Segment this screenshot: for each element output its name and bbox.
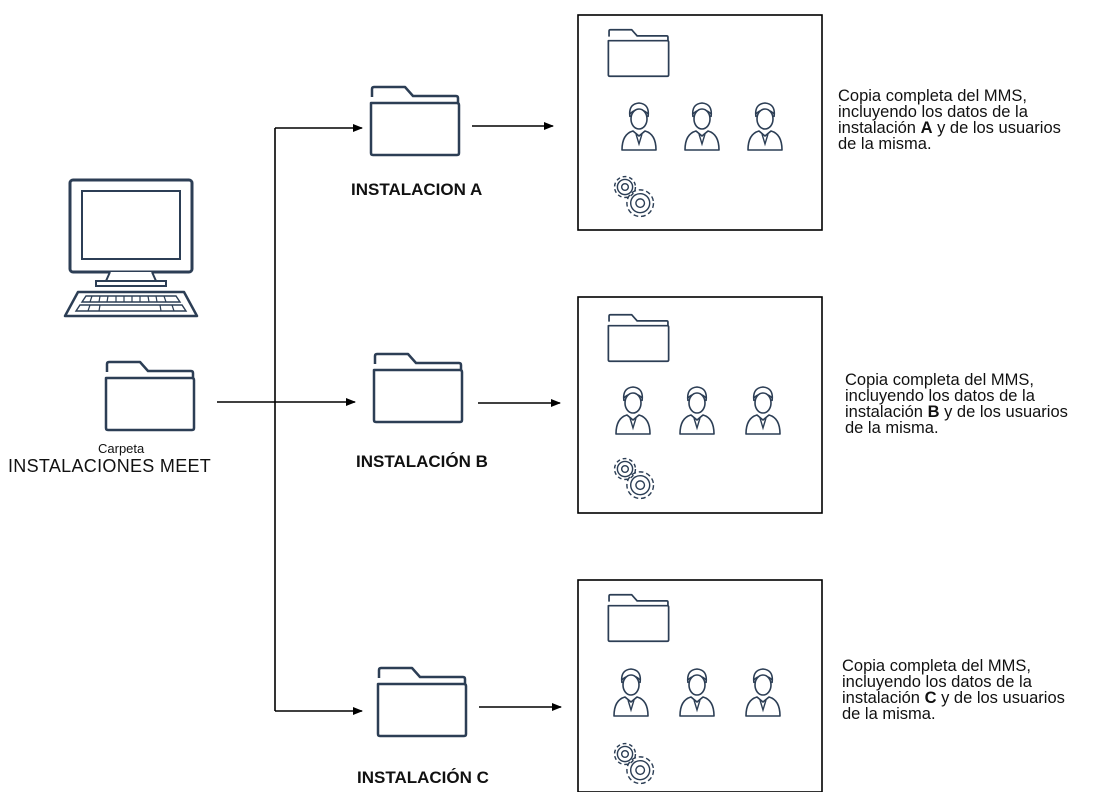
description-c: Copia completa del MMS, incluyendo los d… [842,657,1065,723]
copy-box-b [577,296,823,514]
desktop-computer-icon [63,178,199,318]
instalacion-c-label: INSTALACIÓN C [357,768,489,787]
instalacion-c-folder-icon [376,666,468,738]
connector-lines [217,122,562,715]
folder-icon [607,593,670,643]
instalacion-a-label: INSTALACION A [351,180,483,199]
copy-box-c [577,579,823,792]
source-folder-name: INSTALACIONES MEET [8,456,212,476]
instalacion-a-folder-icon [369,85,461,157]
source-folder-icon [104,360,196,432]
copy-box-a [577,14,823,231]
folder-icon [607,313,670,363]
description-a: Copia completa del MMS, incluyendo los d… [838,87,1061,153]
instalacion-b-label: INSTALACIÓN B [356,452,488,471]
description-b: Copia completa del MMS, incluyendo los d… [845,371,1068,437]
carpeta-label: Carpeta [98,441,145,456]
folder-icon [607,28,670,78]
instalacion-b-folder-icon [372,352,464,424]
